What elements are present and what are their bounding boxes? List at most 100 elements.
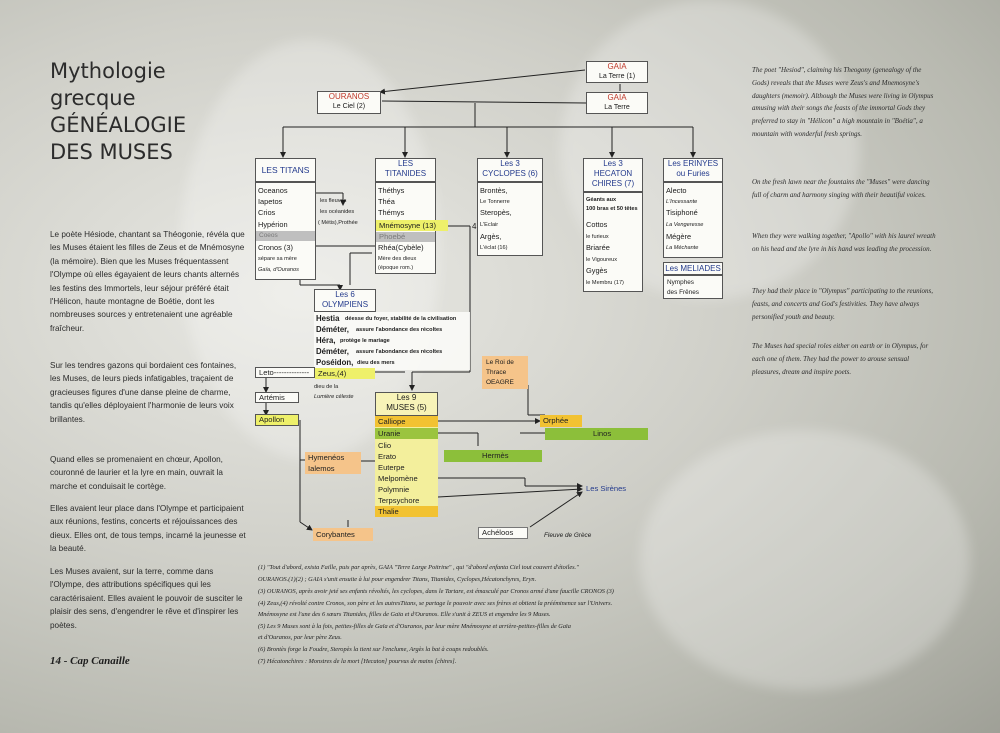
muse-item: Calliope bbox=[375, 416, 438, 427]
gaia-name: GAIA bbox=[607, 93, 627, 102]
connector-line bbox=[437, 486, 583, 498]
olympiens-header-box: Les 6 OLYMPIENS bbox=[314, 289, 376, 312]
gaia-box: GAIA La Terre bbox=[586, 92, 648, 114]
meliade-item: des Frênes bbox=[667, 289, 699, 296]
hecaton-note: le Membru (17) bbox=[586, 280, 624, 286]
footnote: (6) Brontès forge la Foudre, Steropès la… bbox=[258, 646, 489, 653]
cyclope-note: Le Tonnerre bbox=[480, 199, 510, 205]
artemis-note: Lumière céleste bbox=[314, 394, 354, 400]
erinye-item: Tisiphoné bbox=[666, 208, 698, 217]
fleuves-item: les fleuves bbox=[320, 198, 347, 204]
cyclopes-header: CYCLOPES (6) bbox=[482, 169, 538, 178]
leto-label: Leto-------------- bbox=[255, 367, 315, 378]
cyclopes-list-box bbox=[477, 182, 543, 256]
gaia-subtitle: La Terre (1) bbox=[598, 73, 636, 80]
hecaton-item: Briarée bbox=[586, 243, 610, 252]
ialemos-label: Ialemos bbox=[305, 463, 361, 474]
right-paragraph: The Muses had special roles either on ea… bbox=[752, 342, 929, 376]
page-title: Mythologie grecque GÉNÉALOGIE DES MUSES bbox=[50, 58, 186, 166]
titan-note: Gaïa, d'Ouranos bbox=[258, 267, 299, 273]
erinyes-header-box: Les ERINYES ou Furies bbox=[663, 158, 723, 182]
olympien-desc: assure l'abondance des récoltes bbox=[356, 349, 443, 355]
titan-item: Crios bbox=[258, 208, 276, 217]
erinye-item: Alecto bbox=[666, 186, 687, 195]
connector-line bbox=[381, 100, 587, 104]
olympiens-list-box bbox=[314, 312, 470, 370]
muse-item: Polymnie bbox=[378, 485, 410, 494]
titanides-header: TITANIDES bbox=[384, 169, 427, 178]
orphee-label: Orphée bbox=[540, 415, 582, 427]
hecaton-note: le furieux bbox=[586, 234, 609, 240]
titanide-note: (époque rom.) bbox=[378, 265, 414, 271]
right-paragraph: When they were walking together, "Apollo… bbox=[752, 232, 936, 253]
title-line: GÉNÉALOGIE bbox=[50, 113, 187, 137]
footnote-marker: 4 bbox=[472, 222, 477, 231]
olympiens-header: Les 6 bbox=[335, 290, 355, 299]
olympien-name: Déméter, bbox=[316, 347, 349, 356]
hermes-label: Hermès bbox=[444, 450, 542, 462]
title-line: DES MUSES bbox=[50, 140, 173, 164]
olympien-name: Déméter, bbox=[316, 325, 349, 334]
fleuves-item: les océanides bbox=[320, 209, 355, 215]
olympien-desc: déesse du foyer, stabilité de la civilis… bbox=[345, 316, 457, 322]
hecaton-item: Gygès bbox=[586, 266, 608, 275]
footnote: (4) Zeus,(4) révolté contre Cronos, son … bbox=[258, 600, 613, 607]
hecaton-header: Les 3 bbox=[603, 159, 623, 168]
thrace-line: OEAGRE bbox=[486, 379, 514, 386]
muse-item: Terpsychore bbox=[378, 496, 420, 505]
hecaton-header: HECATON bbox=[593, 169, 633, 178]
meliades-header-box: Les MELIADES bbox=[663, 262, 723, 275]
hecaton-note: 100 bras et 50 têtes bbox=[586, 206, 638, 212]
footnote: OURANOS.(1)(2) ; GAIA s'unit ensuite à l… bbox=[258, 576, 537, 583]
titan-item: Hypérion bbox=[258, 220, 288, 229]
left-paragraph: Sur les tendres gazons qui bordaient ces… bbox=[50, 361, 237, 424]
footnote: et d'Ouranos, par leur père Zeus. bbox=[258, 634, 342, 641]
muse-item: Melpomène bbox=[378, 474, 418, 483]
left-paragraph: Quand elles se promenaient en chœur, Apo… bbox=[50, 455, 223, 491]
hymeneos-label: Hymenéos bbox=[305, 452, 361, 463]
artemis-label: Artémis bbox=[255, 392, 299, 403]
muse-item: Uranie bbox=[375, 428, 438, 439]
hecaton-list-box bbox=[583, 192, 643, 292]
hecaton-header-box: Les 3 HECATON CHIRES (7) bbox=[583, 158, 643, 192]
titanide-item: Théa bbox=[378, 197, 395, 206]
right-paragraph: On the fresh lawn near the fountains the… bbox=[752, 178, 930, 199]
muse-item: Thalie bbox=[375, 506, 438, 517]
erinyes-header: ou Furies bbox=[676, 169, 710, 178]
titan-item: Coeos bbox=[256, 231, 315, 241]
meliade-item: Nymphes bbox=[667, 279, 694, 286]
corybantes-label: Corybantes bbox=[313, 528, 373, 541]
footnote: (3) OURANOS, après avoir jeté ses enfant… bbox=[258, 588, 614, 595]
olympien-name: Héra, bbox=[316, 336, 336, 345]
cyclopes-header: Les 3 bbox=[500, 159, 520, 168]
titan-note: sépare sa mère bbox=[258, 256, 297, 262]
thrace-box: Le Roi de Thrace OEAGRE bbox=[482, 356, 528, 389]
titanide-item: Thémys bbox=[378, 208, 405, 217]
cyclope-item: Brontès, bbox=[480, 186, 508, 195]
footnote: (1) "Tout d'abord, exista Faille, puis p… bbox=[258, 564, 579, 571]
cyclope-note: L'Eclair bbox=[480, 222, 499, 228]
meliades-list-box: Nymphes des Frênes bbox=[663, 275, 723, 299]
title-line: grecque bbox=[50, 86, 136, 110]
artemis-note: dieu de la bbox=[314, 384, 339, 390]
titanide-item: Mnémosyne (13) bbox=[376, 220, 448, 231]
erinye-note: La Méchante bbox=[666, 245, 699, 251]
zeus-label: Zeus,(4) bbox=[315, 368, 375, 379]
titanide-note: Mère des dieux bbox=[378, 256, 417, 262]
sirenes-label: Les Sirènes bbox=[586, 484, 627, 493]
gaia-name: GAIA bbox=[607, 62, 627, 71]
cyclope-item: Steropès, bbox=[480, 208, 512, 217]
titanides-header: LES bbox=[397, 159, 414, 168]
muse-item: Erato bbox=[378, 452, 397, 461]
footnote: (5) Les 9 Muses sont à la fois, petites-… bbox=[258, 623, 571, 630]
muses-header: Les 9 bbox=[396, 393, 417, 402]
cyclope-note: L'éclat (16) bbox=[480, 245, 508, 251]
left-paragraph: Le poète Hésiode, chantant sa Théogonie,… bbox=[50, 230, 245, 333]
left-paragraph: Les Muses avaient, sur la terre, comme d… bbox=[50, 567, 243, 630]
erinyes-header: Les ERINYES bbox=[667, 159, 719, 168]
muse-item: Euterpe bbox=[378, 463, 405, 472]
titans-header-box: LES TITANS bbox=[255, 158, 316, 182]
fleuves-item: ( Métis),Prothée bbox=[318, 220, 358, 226]
titan-item: Iapetos bbox=[258, 197, 283, 206]
